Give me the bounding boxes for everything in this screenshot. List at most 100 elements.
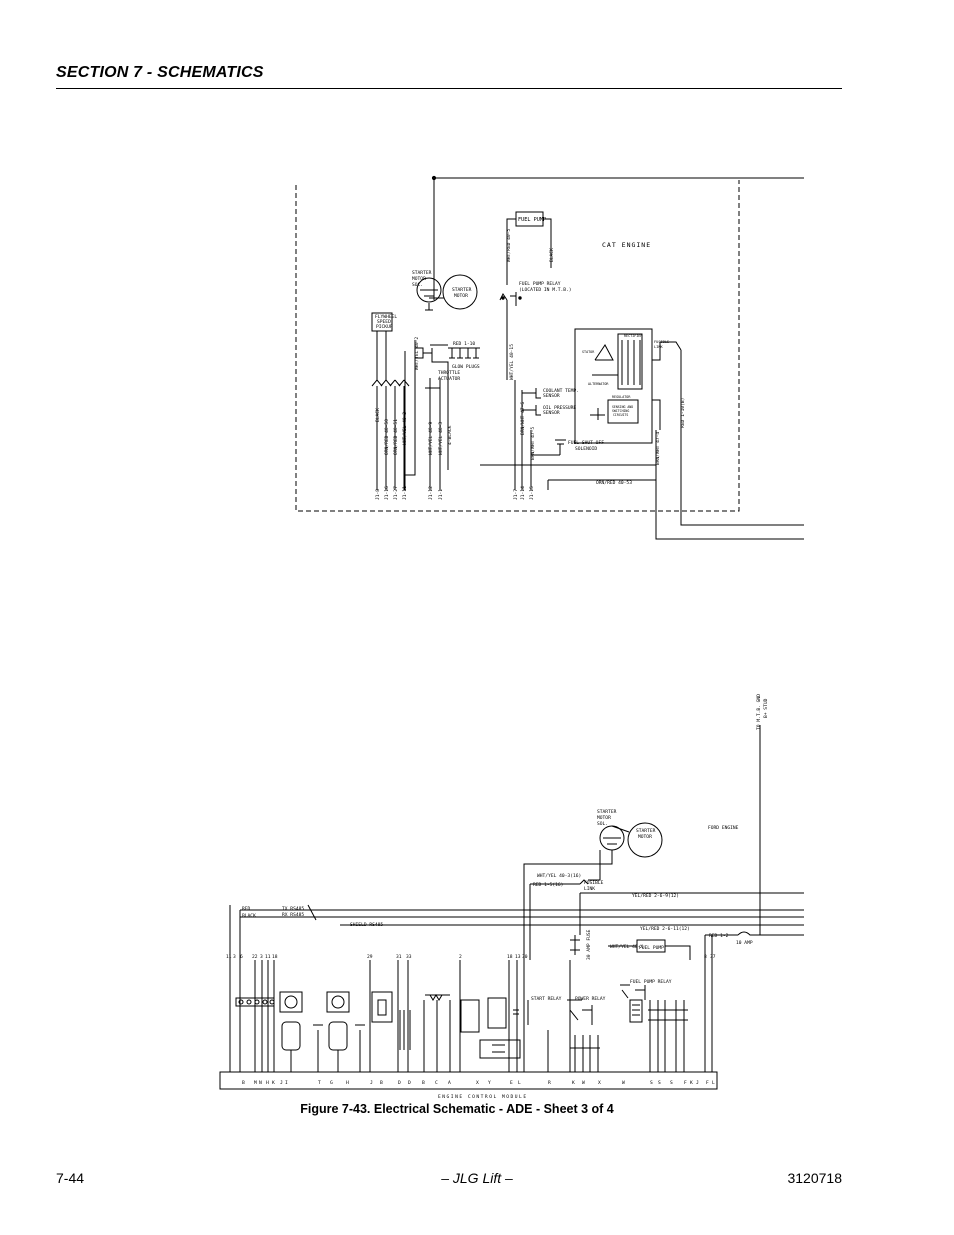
ford-wire-black: BLACK — [242, 913, 256, 919]
cat-starter-sol-label-1: STARTER — [412, 270, 432, 276]
cat-pin-j1-12: J1-12 — [428, 486, 434, 500]
cat-throttle-label-2: ACTUATOR — [438, 376, 460, 382]
ecm-pin-letter: X — [598, 1080, 601, 1086]
cat-wire-4-black: 4-BLACK — [447, 425, 453, 445]
top-pin: 13 — [515, 954, 521, 960]
ford-to-mtb-label-2: B+ STUD — [763, 698, 769, 718]
ford-top-pins: 11 3 6 22 3 11 18 29 31 33 2 18 13 30 8 … — [226, 954, 716, 960]
ecm-pin-letter: G — [330, 1080, 333, 1086]
ecm-pin-letter: F — [684, 1080, 687, 1086]
ford-fuel-pump-relay-label: FUEL PUMP RELAY — [630, 979, 672, 985]
cat-fusible-label-2: LINK — [654, 345, 663, 349]
cat-orn-red-40-53-label: ORN/RED 40-53 — [596, 480, 632, 486]
ford-wht-yel-label: WHT/YEL 40-X — [610, 944, 643, 950]
cat-shutoff-label-1: FUEL SHUT-OFF — [568, 440, 604, 446]
cat-coolant-label-1: COOLANT TEMP. — [543, 388, 579, 394]
ford-sensor-2 — [326, 991, 350, 1013]
cat-starter-sol-label-2: MOTOR — [412, 276, 426, 282]
ford-fusible-label-2: LINK — [584, 886, 595, 892]
ford-shield-rs485: SHIELD RS485 — [350, 922, 383, 928]
ecm-pin-letter: D — [408, 1080, 411, 1086]
ford-ecm-strip — [219, 1071, 718, 1090]
ecm-pin-letter: K — [272, 1080, 275, 1086]
ecm-pin-letter: B — [422, 1080, 425, 1086]
section-title: SECTION 7 - SCHEMATICS — [56, 64, 264, 81]
ford-sensor-1 — [279, 991, 303, 1013]
cat-glow-plugs — [448, 347, 480, 358]
cat-wire-orn-red-40-51: ORN/RED 40-51 — [393, 419, 399, 455]
cat-regulator-label: REGULATOR — [612, 395, 631, 399]
figure-caption-text: Figure 7-43. Electrical Schematic - ADE … — [300, 1102, 614, 1116]
cat-shutoff-label-2: SOLENOID — [575, 446, 597, 452]
cat-coolant-temp-sensor — [522, 388, 541, 399]
ecm-pin-letter: W — [622, 1080, 625, 1086]
cat-rectifier-label: RECTIFIER — [624, 334, 643, 338]
ford-start-relay-label: START RELAY — [531, 996, 562, 1002]
top-pin: 30 — [522, 954, 528, 960]
ford-to-mtb-label-1: TO M.T.B. GND — [756, 694, 762, 730]
ecm-pin-letter: W — [582, 1080, 585, 1086]
cat-wire-brn-wht-47-5: BRN/WHT 47-5 — [530, 427, 536, 460]
top-pin: 33 — [406, 954, 412, 960]
ecm-pin-letter: B — [380, 1080, 383, 1086]
cat-wire-black-left: BLACK — [375, 408, 381, 422]
cat-wire-wht-yel-40-3: WHT/YEL 40-3 — [402, 412, 408, 445]
cat-wire-wht-yel-40-15: WHT/YEL 40-15 — [509, 344, 515, 380]
cat-pin-j1-16: J1-16 — [384, 486, 390, 500]
cat-flywheel-pickup — [371, 312, 393, 332]
top-pin: 18 — [507, 954, 513, 960]
cat-engine-schematic — [295, 175, 804, 540]
ecm-pin-letter: N — [259, 1080, 262, 1086]
ecm-pin-letter: K — [572, 1080, 575, 1086]
cat-wire-orn-red-40-50: ORN/RED 40-50 — [384, 419, 390, 455]
ecm-pin-letter: A — [448, 1080, 451, 1086]
cat-wire-black: BLACK — [549, 248, 555, 262]
cat-regulator — [607, 399, 639, 424]
ford-starter-motor — [627, 822, 663, 858]
ford-wire-yel-red-9: YEL/RED 2-6-9(12) — [632, 893, 679, 899]
cat-pin-j1-11: J1-11 — [402, 486, 408, 500]
cat-alternator-label: ALTERNATOR — [588, 382, 609, 386]
cat-starter-sol — [416, 277, 442, 303]
ecm-pin-letter: J — [280, 1080, 283, 1086]
top-pin: 18 — [272, 954, 278, 960]
cat-glow-plugs-label: GLOW PLUGS — [452, 364, 480, 370]
cat-fuel-pump-relay-label-1: FUEL PUMP RELAY — [519, 281, 561, 287]
cat-pin-j1-1: J1-1 — [438, 489, 444, 500]
cat-fuel-pump-relay — [499, 292, 517, 380]
cat-stator-label: STATOR — [582, 350, 595, 354]
ecm-pin-letter: H — [266, 1080, 269, 1086]
ford-module-a — [371, 991, 393, 1023]
figure-caption: Figure 7-43. Electrical Schematic - ADE … — [0, 1102, 954, 1116]
cat-oil-pressure-sensor — [522, 405, 541, 416]
ford-power-relay-label: POWER RELAY — [575, 996, 606, 1002]
cat-oil-label-2: SENSOR — [543, 410, 560, 416]
ford-start-relay-coil — [460, 999, 480, 1033]
top-pin: 29 — [367, 954, 373, 960]
ecm-pin-letter: K — [690, 1080, 693, 1086]
footer-brand: – JLG Lift – — [441, 1170, 513, 1186]
ford-fuel-pump-label: FUEL PUMP — [639, 945, 664, 951]
cat-wire-wht-yel-40-9: WHT/YEL 40-9 — [428, 422, 434, 455]
cat-sensing-label-2: SWITCHING — [612, 409, 629, 413]
cat-flywheel-label-2: SPEED — [377, 319, 391, 325]
cat-engine-title: CAT ENGINE — [602, 241, 651, 249]
cat-rectifier — [617, 333, 643, 390]
ecm-pin-letter: D — [398, 1080, 401, 1086]
cat-starter-motor — [442, 274, 478, 310]
ford-fusible-label-1: FUSIBLE — [584, 880, 604, 886]
cat-starter-motor-label-1: STARTER — [452, 287, 472, 293]
cat-flywheel-label-3: PICKUP — [376, 324, 393, 330]
cat-flywheel-label-1: FLYWHEEL — [375, 314, 397, 320]
ecm-pin-letter: E — [510, 1080, 513, 1086]
ecm-pin-letter: B — [242, 1080, 245, 1086]
ford-starter-sol-label-3: SOL. — [597, 821, 608, 827]
cat-sensing-label-3: CIRCUITS — [613, 413, 628, 417]
cat-wire-wht-red: WHT/RED 40-5 — [506, 229, 512, 262]
cat-fuel-pump-label: FUEL PUMP — [518, 217, 546, 223]
cat-wire-wht-yel-40-3b: WHT/YEL 40-3 — [438, 422, 444, 455]
cat-throttle-label-1: THROTTLE — [438, 370, 460, 376]
top-pin: 3 — [260, 954, 263, 960]
ecm-pin-letter: S — [658, 1080, 661, 1086]
